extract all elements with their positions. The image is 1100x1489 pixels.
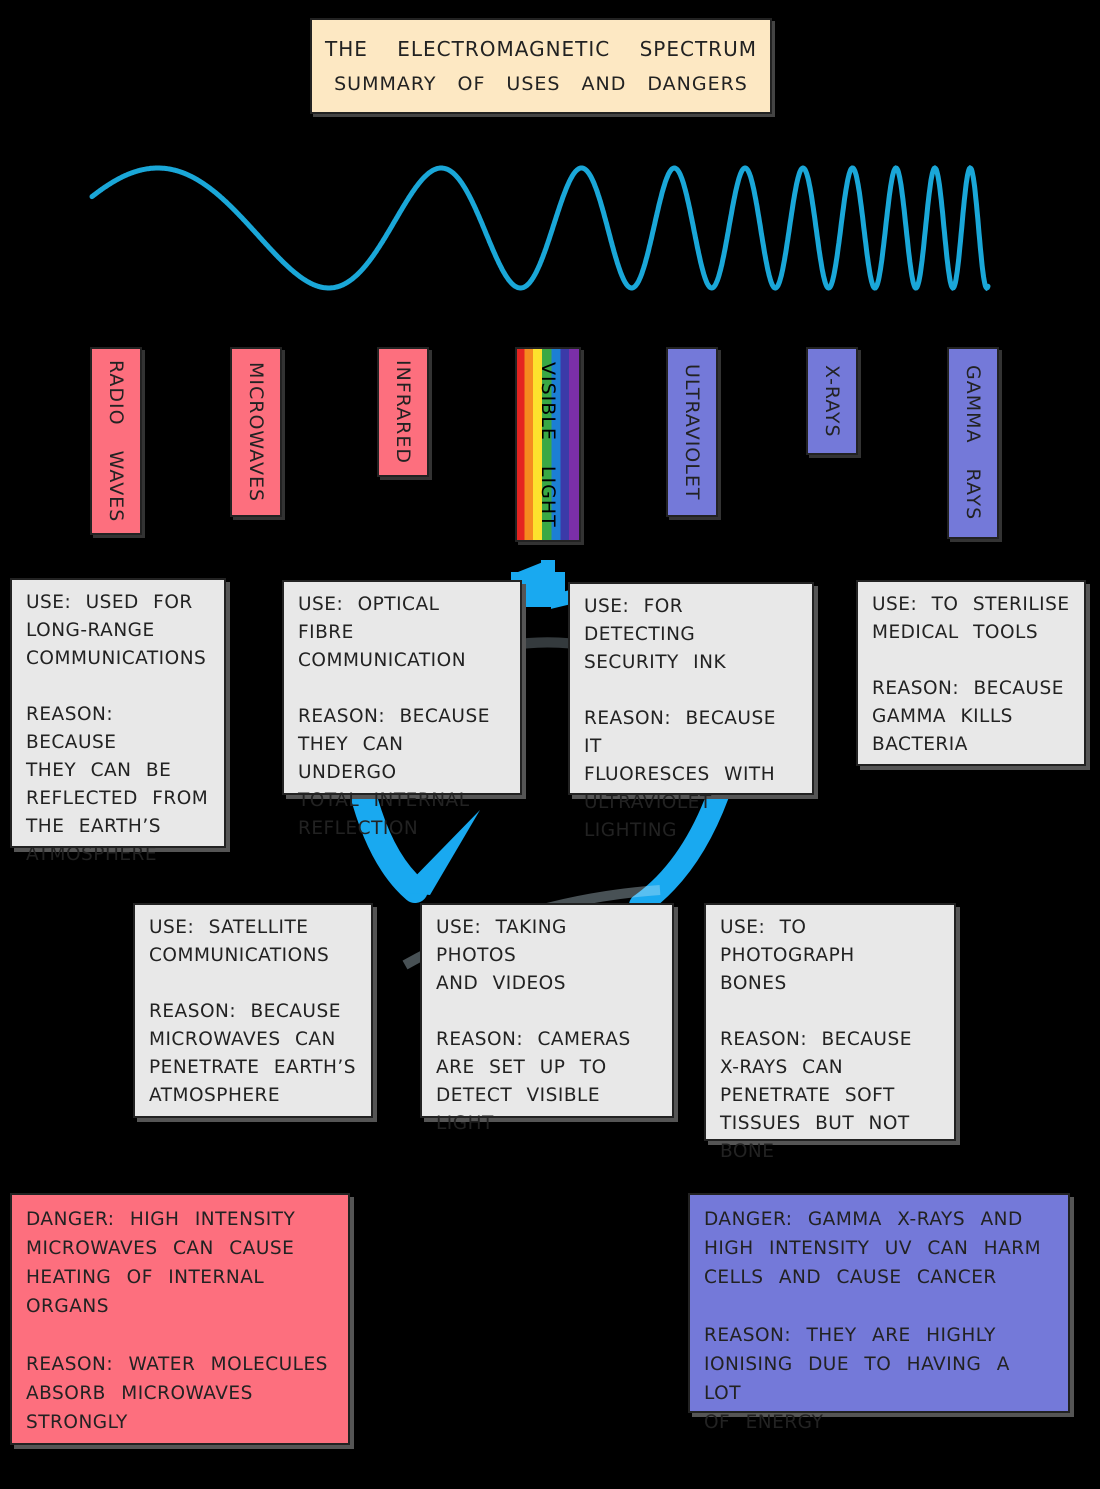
reason-text: REASON: CAMERAS ARE SET UP TO DETECT VIS…: [436, 1029, 631, 1134]
use-box-microwaves: USE: SATELLITE COMMUNICATIONS REASON: BE…: [133, 903, 373, 1118]
title-line-1: THE ELECTROMAGNETIC SPECTRUM: [325, 37, 757, 61]
band-label: ULTRAVIOLET: [681, 363, 703, 501]
band-ultraviolet: ULTRAVIOLET: [666, 347, 718, 517]
band-label: MICROWAVES: [245, 361, 267, 502]
band-microwaves: MICROWAVES: [230, 347, 282, 517]
danger-text: DANGER: HIGH INTENSITY MICROWAVES CAN CA…: [26, 1209, 296, 1317]
curved-arrow-left: [349, 777, 428, 903]
band-label: RADIO WAVES: [105, 359, 127, 523]
band-infrared: INFRARED: [377, 347, 429, 477]
curved-arrow-right: [629, 784, 729, 916]
use-text: USE: FOR DETECTING SECURITY INK: [584, 596, 727, 673]
band-x-rays: X-RAYS: [806, 347, 858, 455]
use-text: USE: TO PHOTOGRAPH BONES: [720, 917, 855, 994]
connector-arrow-left: [511, 560, 555, 607]
use-box-infrared: USE: OPTICAL FIBRE COMMUNICATION REASON:…: [282, 580, 522, 839]
band-label: X-RAYS: [821, 364, 843, 438]
use-box-visible: USE: TAKING PHOTOS AND VIDEOS REASON: CA…: [420, 903, 674, 1134]
use-box-ultraviolet: USE: FOR DETECTING SECURITY INK REASON: …: [568, 582, 814, 841]
danger-box-high-frequency: DANGER: GAMMA X-RAYS AND HIGH INTENSITY …: [688, 1193, 1070, 1433]
band-visible-light: VISIBLE LIGHT: [515, 347, 581, 542]
reason-text: REASON: BECAUSE MICROWAVES CAN PENETRATE…: [149, 1001, 357, 1106]
use-text: USE: TO STERILISE MEDICAL TOOLS: [872, 594, 1070, 643]
curved-arrow-left-head: [400, 810, 480, 895]
reason-text: REASON: BECAUSE X-RAYS CAN PENETRATE SOF…: [720, 1029, 912, 1162]
band-label: GAMMA RAYS: [962, 365, 984, 521]
band-radio-waves: RADIO WAVES: [90, 347, 142, 535]
reason-text: REASON: THEY ARE HIGHLY IONISING DUE TO …: [704, 1325, 1010, 1433]
title-box: THE ELECTROMAGNETIC SPECTRUM SUMMARY OF …: [310, 18, 772, 114]
use-box-gamma: USE: TO STERILISE MEDICAL TOOLS REASON: …: [856, 580, 1086, 766]
use-text: USE: OPTICAL FIBRE COMMUNICATION: [298, 594, 467, 671]
danger-box-low-frequency: DANGER: HIGH INTENSITY MICROWAVES CAN CA…: [10, 1193, 350, 1445]
frequency-wave: [89, 165, 991, 292]
use-text: USE: USED FOR LONG-RANGE COMMUNICATIONS: [26, 592, 207, 669]
danger-text: DANGER: GAMMA X-RAYS AND HIGH INTENSITY …: [704, 1209, 1042, 1288]
reason-text: REASON: BECAUSE THEY CAN UNDERGO TOTAL I…: [298, 706, 490, 839]
use-text: USE: TAKING PHOTOS AND VIDEOS: [436, 917, 567, 994]
use-box-radio: USE: USED FOR LONG-RANGE COMMUNICATIONS …: [10, 578, 226, 865]
reason-text: REASON: BECAUSE IT FLUORESCES WITH ULTRA…: [584, 708, 776, 841]
band-label: VISIBLE LIGHT: [537, 361, 559, 528]
reason-text: REASON: WATER MOLECULES ABSORB MICROWAVE…: [26, 1354, 328, 1433]
title-line-2: SUMMARY OF USES AND DANGERS: [334, 73, 748, 95]
band-gamma-rays: GAMMA RAYS: [947, 347, 999, 539]
use-box-xrays: USE: TO PHOTOGRAPH BONES REASON: BECAUSE…: [704, 903, 956, 1162]
reason-text: REASON: BECAUSE GAMMA KILLS BACTERIA: [872, 678, 1064, 755]
use-text: USE: SATELLITE COMMUNICATIONS: [149, 917, 330, 966]
reason-text: REASON: BECAUSE THEY CAN BE REFLECTED FR…: [26, 704, 209, 865]
band-label: INFRARED: [392, 359, 414, 464]
